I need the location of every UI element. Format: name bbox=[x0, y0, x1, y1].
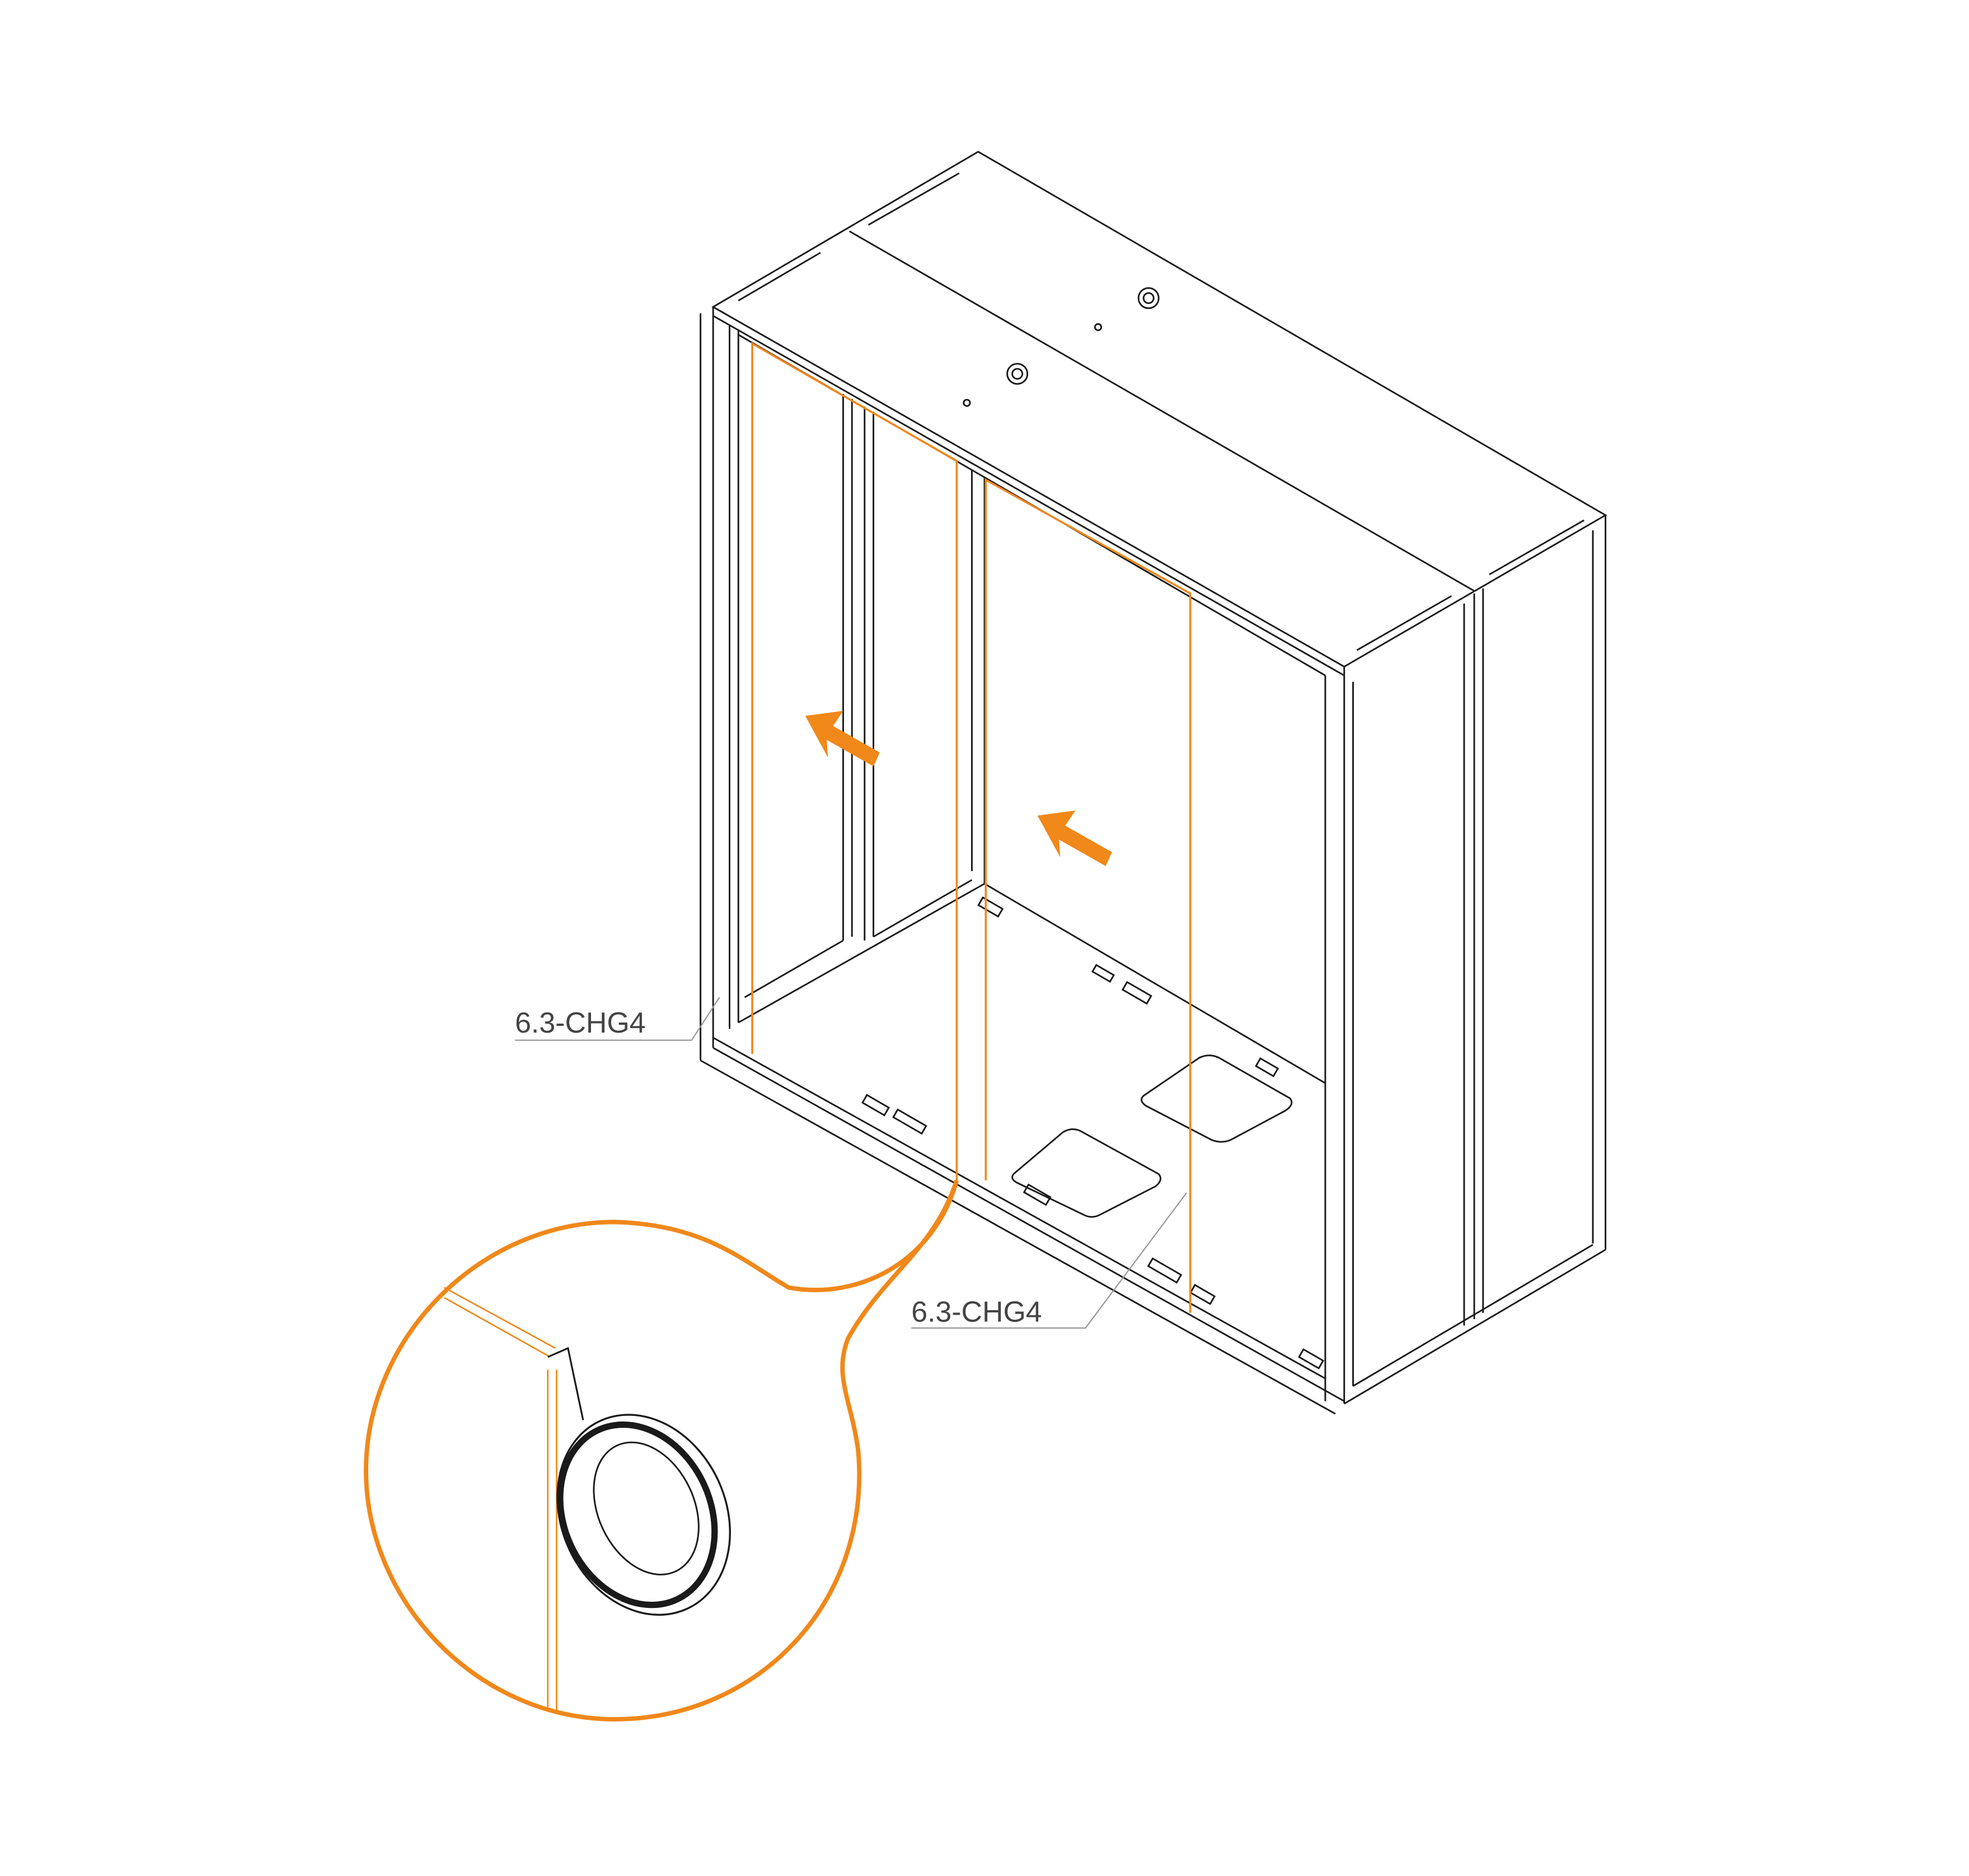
floor-cutout bbox=[1141, 1054, 1293, 1143]
callout-label: 6.3-CHG4 bbox=[911, 1296, 1042, 1328]
top-seam bbox=[848, 230, 1475, 592]
insert-arrows bbox=[805, 711, 1112, 866]
leader-line bbox=[911, 1192, 1187, 1329]
cabinet-outline bbox=[700, 151, 1607, 1415]
floor-cutout bbox=[1011, 1128, 1161, 1218]
arrow-icon bbox=[805, 711, 880, 767]
callout-label: 6.3-CHG4 bbox=[515, 1006, 645, 1039]
leader-line bbox=[515, 997, 720, 1041]
callout-2: 6.3-CHG4 bbox=[911, 1192, 1187, 1329]
seal-roll-detail bbox=[444, 1287, 731, 1711]
detail-magnifier bbox=[364, 1179, 959, 1722]
seal-strip-highlight bbox=[364, 341, 1192, 1722]
callout-1: 6.3-CHG4 bbox=[515, 997, 720, 1041]
arrow-icon bbox=[1037, 810, 1112, 866]
